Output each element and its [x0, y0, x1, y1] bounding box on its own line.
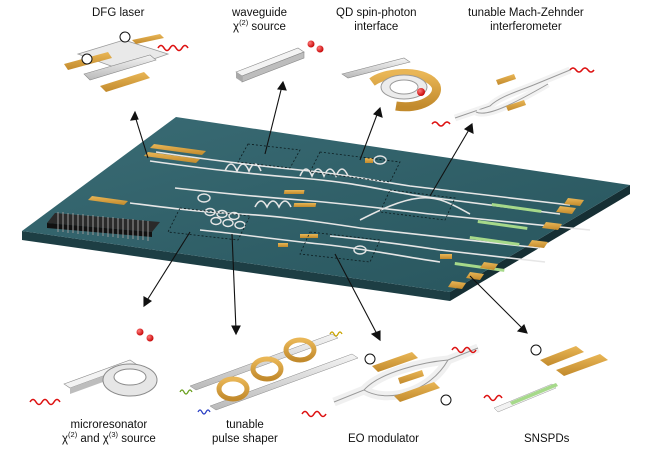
- output-photon-wave: [451, 346, 477, 354]
- mzi-illustration: [431, 66, 595, 127]
- label-pulse-line1: tunable: [226, 419, 264, 431]
- component-regions: [167, 143, 456, 263]
- eo-modulator-illustration: [301, 343, 480, 418]
- chi-symbol: χ: [62, 433, 69, 445]
- label-waveguide-source: waveguide χ(2) source: [232, 6, 287, 34]
- waveguide-source-illustration: [235, 40, 324, 83]
- label-waveguide-line2: χ(2) source: [232, 18, 287, 34]
- input-photon-wave: [483, 394, 503, 402]
- pulse-shaper-illustration: [179, 331, 359, 415]
- label-waveguide-line1: waveguide: [232, 7, 287, 19]
- input-photon-wave: [431, 121, 451, 127]
- ac-source-icon: [440, 394, 452, 406]
- photon-dot: [146, 334, 154, 342]
- chip-top-surface: [22, 117, 630, 292]
- ac-source-icon: [119, 31, 131, 43]
- chip-side-front: [22, 231, 450, 301]
- label-qd-interface: QD spin-photon interface: [336, 6, 417, 34]
- on-chip-electrodes: [278, 158, 452, 259]
- waveguide-traces: [129, 151, 591, 263]
- photon-dot: [307, 40, 315, 48]
- label-eo-modulator: EO modulator: [348, 433, 419, 445]
- source-word: source: [118, 433, 156, 445]
- and-word: and: [77, 433, 103, 445]
- laser-pads: [88, 144, 206, 205]
- on-chip-rings: [197, 155, 387, 255]
- label-micro-line1: microresonator: [70, 419, 148, 431]
- photon-dot: [316, 45, 324, 53]
- chi-order: (2): [68, 430, 78, 440]
- label-pulse-shaper: tunable pulse shaper: [212, 418, 278, 446]
- label-snspds: SNSPDs: [524, 433, 570, 445]
- driver-ic: [47, 212, 160, 241]
- output-photon-wave: [157, 44, 189, 52]
- detector-pads: [448, 198, 584, 289]
- bias-source-icon: [530, 344, 542, 356]
- label-qd-line1: QD spin-photon: [336, 7, 417, 19]
- voltage-source-icon: [81, 53, 93, 65]
- label-mzi-line2: interferometer: [490, 21, 562, 33]
- label-pulse-line2: pulse shaper: [212, 433, 278, 445]
- photon-dot: [136, 328, 144, 336]
- ac-source-icon: [364, 353, 376, 365]
- dfg-laser-illustration: [64, 31, 189, 92]
- quantum-dot: [417, 88, 425, 96]
- label-qd-line2: interface: [354, 21, 399, 33]
- label-micro-line2: χ(2) and χ(3) source: [62, 430, 156, 446]
- microresonator-illustration: [29, 328, 158, 406]
- chi-symbol: χ: [233, 21, 240, 33]
- source-word: source: [248, 21, 286, 33]
- chi-order: (3): [108, 430, 119, 440]
- input-photon-wave: [301, 410, 327, 418]
- label-mzi-line1: tunable Mach-Zehnder: [468, 7, 584, 19]
- label-mzi: tunable Mach-Zehnder interferometer: [468, 6, 584, 34]
- label-dfg-laser: DFG laser: [92, 7, 145, 19]
- chi-symbol: χ: [102, 433, 109, 445]
- qd-interface-illustration: [341, 57, 441, 112]
- snspd-illustration: [483, 344, 608, 413]
- input-photon-wave: [29, 398, 61, 406]
- pointer-arrows: [130, 80, 528, 342]
- chi-order: (2): [239, 18, 249, 28]
- output-photon-wave: [569, 67, 595, 73]
- photonic-chip: [22, 117, 630, 301]
- label-microresonator: microresonator χ(2) and χ(3) source: [62, 418, 156, 446]
